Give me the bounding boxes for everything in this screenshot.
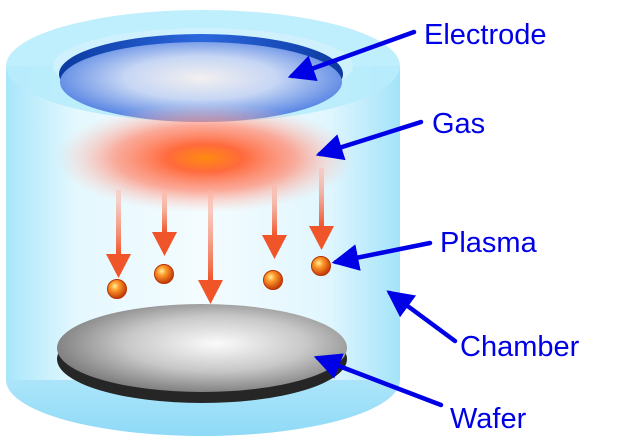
gas-arrows bbox=[106, 168, 334, 304]
gas-arrow bbox=[198, 190, 223, 304]
callout-arrows bbox=[287, 29, 458, 408]
wafer-top bbox=[57, 304, 347, 392]
gas-arrow bbox=[262, 185, 287, 259]
chamber-arrow bbox=[386, 290, 458, 344]
wafer-arrow bbox=[313, 353, 444, 408]
plasma-label: Plasma bbox=[440, 227, 538, 259]
gas-cloud bbox=[55, 103, 355, 213]
wafer bbox=[57, 304, 347, 403]
electrode-arrow bbox=[287, 29, 417, 82]
gas-label: Gas bbox=[432, 108, 485, 140]
electrode bbox=[59, 34, 343, 122]
plasma-particle bbox=[311, 256, 331, 276]
electrode-label: Electrode bbox=[424, 19, 547, 51]
gas-arrow bbox=[152, 190, 177, 256]
gas-arrow-pointer bbox=[315, 119, 424, 161]
gas-arrow bbox=[106, 190, 131, 278]
electrode-top bbox=[60, 42, 342, 122]
plasma-particle bbox=[107, 279, 127, 299]
chamber-label: Chamber bbox=[460, 331, 580, 363]
wafer-label: Wafer bbox=[450, 403, 527, 435]
plasma-particle bbox=[263, 270, 283, 290]
plasma-arrow bbox=[331, 240, 433, 271]
gas-arrow bbox=[309, 168, 334, 250]
plasma-particle bbox=[154, 264, 174, 284]
